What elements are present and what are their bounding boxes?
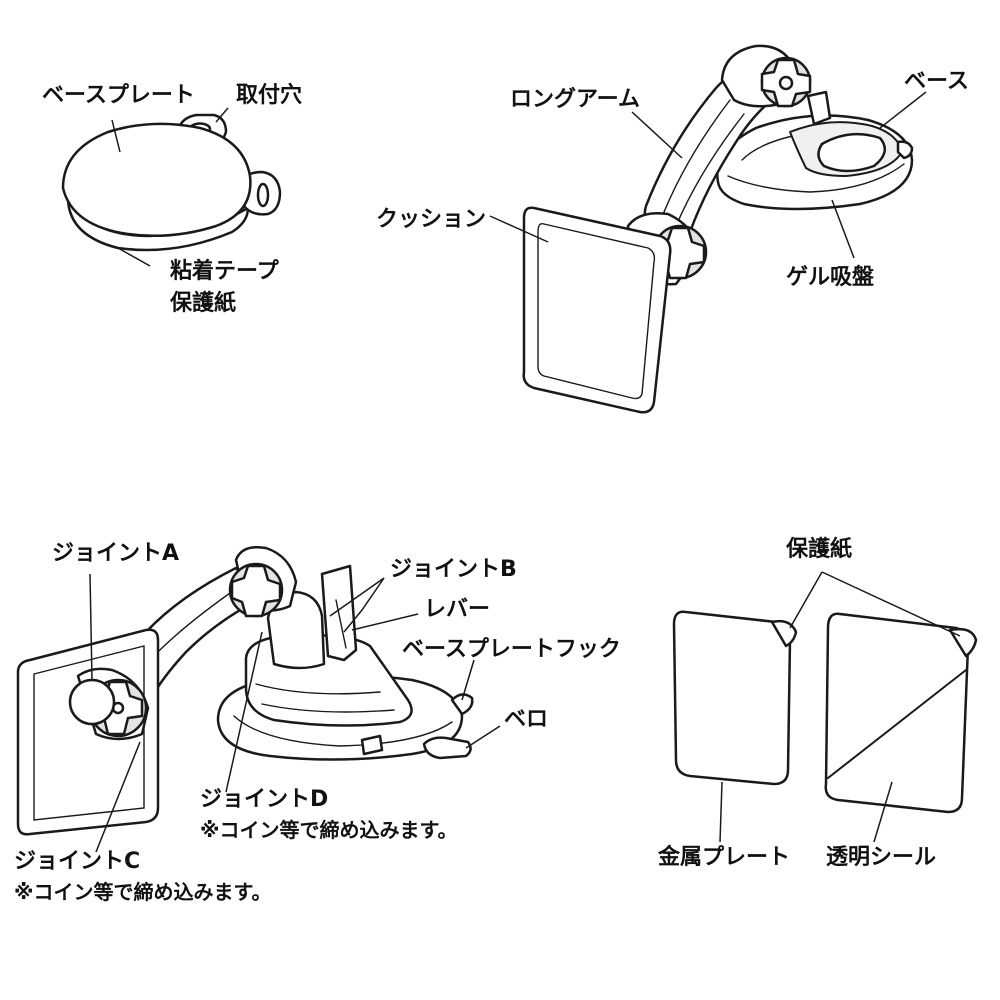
- label-joint-a: ジョイントA: [52, 541, 180, 566]
- clear-seal: [824, 612, 970, 814]
- base-plate-figure: [61, 107, 282, 267]
- label-mounting-hole: 取付穴: [236, 83, 303, 108]
- label-tab: ベロ: [504, 707, 549, 732]
- joint-a-ring: [68, 678, 116, 726]
- label-base-plate: ベースプレート: [42, 83, 195, 108]
- label-adhesive-tape-line1: 粘着テープ: [170, 259, 279, 284]
- label-gel-suction-cup: ゲル吸盤: [786, 265, 875, 290]
- label-base: ベース: [904, 69, 969, 94]
- label-joint-d-note: ※コイン等で締め込みます。: [200, 818, 458, 842]
- mount-side-figure: [16, 546, 501, 853]
- metal-plate: [672, 610, 792, 786]
- label-joint-c-note: ※コイン等で締め込みます。: [14, 880, 272, 904]
- label-joint-b: ジョイントB: [390, 557, 517, 582]
- label-clear-seal: 透明シール: [826, 845, 937, 870]
- holder-plate: [522, 206, 672, 414]
- label-adhesive-tape-line2: 保護紙: [170, 291, 237, 316]
- label-protective-paper: 保護紙: [786, 537, 853, 562]
- label-joint-d: ジョイントD: [200, 787, 329, 812]
- label-lever: レバー: [424, 597, 491, 622]
- label-base-plate-hook: ベースプレートフック: [402, 637, 621, 662]
- suction-tab: [422, 736, 472, 760]
- plates-figure: [672, 571, 978, 843]
- label-long-arm: ロングアーム: [510, 87, 641, 112]
- mount-assembly-figure: [489, 44, 927, 414]
- cushion-pad: [537, 222, 656, 400]
- clear-seal-paper-corner: [948, 627, 978, 658]
- label-joint-c: ジョイントC: [14, 849, 141, 874]
- label-metal-plate: 金属プレート: [658, 845, 791, 870]
- label-cushion: クッション: [376, 207, 487, 232]
- base-plate-disc: [61, 122, 252, 238]
